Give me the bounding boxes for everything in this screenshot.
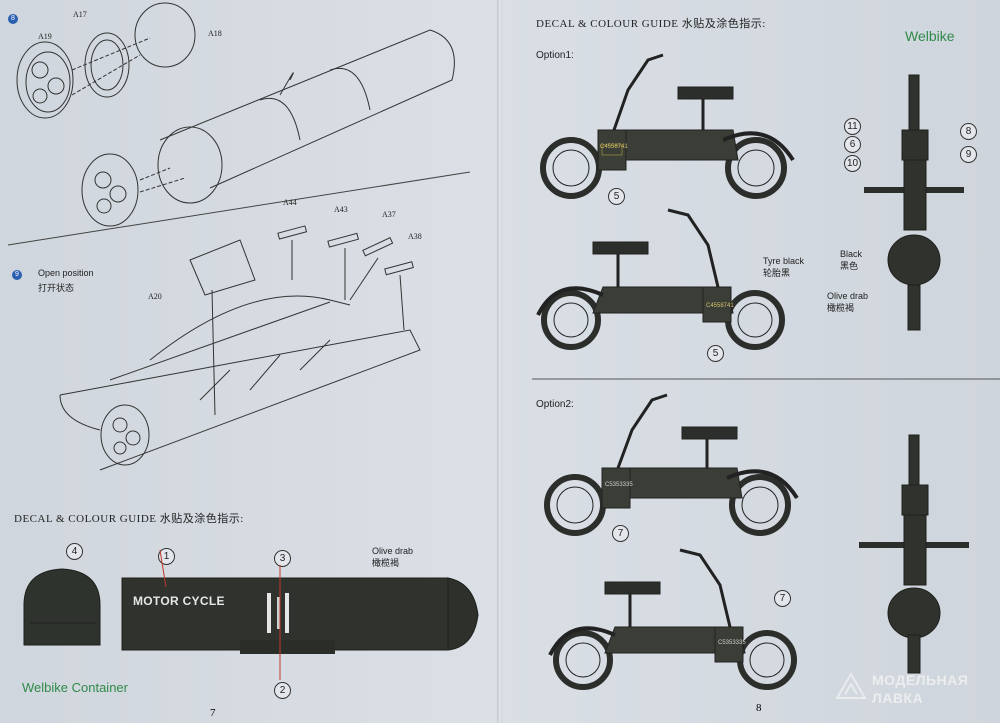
part-label-a43: A43 [334, 205, 348, 214]
marker-10: 10 [844, 155, 861, 172]
part-label-a17: A17 [73, 10, 87, 19]
marker-5-bottom: 5 [707, 345, 724, 362]
left-page-number: 7 [210, 707, 216, 719]
open-container-drawing [59, 225, 421, 471]
option-divider [532, 378, 1000, 380]
marker-4: 4 [66, 543, 83, 560]
option1-bike-left-side [536, 208, 785, 350]
container-side-drawing [121, 549, 479, 680]
black-cn-label: 黑色 [840, 261, 859, 271]
olive-drab-right-label: Olive drab [827, 291, 869, 301]
welbike-title: Welbike [905, 28, 955, 44]
right-decal-header: DECAL & COLOUR GUIDE 水贴及涂色指示: [536, 18, 766, 30]
option1-plate-a: C4558741 [600, 144, 628, 150]
option1-plate-b: C4558741 [706, 303, 734, 309]
marker-5-top: 5 [608, 188, 625, 205]
part-label-a44: A44 [283, 198, 297, 207]
marker-2: 2 [274, 682, 291, 699]
container-motorcycle-text: MOTOR CYCLE [133, 594, 225, 608]
container-assembly-drawing [7, 2, 471, 246]
olive-drab-label: Olive drab [372, 546, 414, 556]
option1-bike-right-side [540, 53, 795, 199]
tyre-black-label: Tyre black [763, 256, 805, 266]
watermark-line2: ЛАВКА [872, 690, 924, 706]
olive-drab-cn-label: 橄榄褐 [372, 558, 400, 568]
watermark-line1: МОДЕЛЬНАЯ [872, 672, 969, 688]
marker-3: 3 [274, 550, 291, 567]
step-8-badge: 8 [8, 14, 18, 24]
right-page-number: 8 [756, 702, 762, 714]
marker-11: 11 [844, 118, 861, 135]
black-label: Black [840, 249, 863, 259]
open-position-label: Open position [38, 268, 94, 278]
option2-plate-a: C5353335 [605, 482, 633, 488]
part-label-a18: A18 [208, 29, 222, 38]
option1-label: Option1: [536, 50, 574, 61]
marker-7-top: 7 [612, 525, 629, 542]
option2-plate-b: C5353335 [718, 640, 746, 646]
marker-8: 8 [960, 123, 977, 140]
open-position-cn-label: 打开状态 [38, 283, 75, 293]
part-label-a20: A20 [148, 292, 162, 301]
part-label-a38: A38 [408, 232, 422, 241]
welbike-container-caption: Welbike Container [22, 680, 128, 695]
option2-label: Option2: [536, 399, 574, 410]
marker-1: 1 [158, 548, 175, 565]
right-page: DECAL & COLOUR GUIDE 水贴及涂色指示: Welbike Op… [502, 0, 1000, 723]
marker-7-bottom: 7 [774, 590, 791, 607]
tyre-black-cn-label: 轮胎黑 [763, 268, 791, 278]
option2-bike-left-side [548, 548, 797, 690]
left-page: 8 A19 A17 A18 [0, 0, 498, 723]
watermark-logo [835, 672, 867, 699]
step-9-badge: 9 [12, 270, 22, 280]
option2-bike-right-side [544, 393, 799, 536]
marker-9: 9 [960, 146, 977, 163]
option1-bike-top-view [864, 74, 964, 331]
marker-6: 6 [844, 136, 861, 153]
option2-bike-top-view [859, 434, 969, 674]
part-label-a19: A19 [38, 32, 52, 41]
container-end-cap-drawing [23, 568, 101, 646]
page-gutter [497, 0, 503, 723]
part-label-a37: A37 [382, 210, 396, 219]
left-decal-header: DECAL & COLOUR GUIDE 水贴及涂色指示: [14, 513, 244, 525]
olive-drab-right-cn-label: 橄榄褐 [827, 303, 855, 313]
